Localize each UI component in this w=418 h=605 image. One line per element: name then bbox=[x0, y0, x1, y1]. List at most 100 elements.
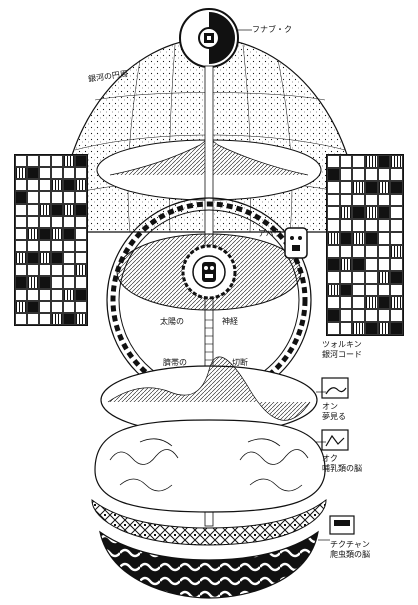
tzolkin-cell bbox=[352, 193, 365, 207]
tzolkin-cell bbox=[75, 215, 87, 228]
tzolkin-cell bbox=[15, 276, 27, 289]
tzolkin-cell bbox=[339, 322, 353, 335]
tzolkin-cell bbox=[51, 179, 63, 192]
tzolkin-cell bbox=[39, 252, 51, 265]
tzolkin-cell bbox=[39, 240, 51, 253]
tzolkin-cell bbox=[63, 215, 75, 228]
tzolkin-cell bbox=[390, 193, 403, 207]
solar-plexus-label: 太陽の bbox=[160, 317, 184, 326]
leader-lines bbox=[238, 29, 330, 541]
tzolkin-cell bbox=[377, 270, 391, 284]
tzolkin-cell bbox=[39, 191, 51, 204]
tzolkin-cell bbox=[377, 296, 391, 310]
tzolkin-cell bbox=[339, 180, 353, 194]
tzolkin-cell bbox=[63, 288, 75, 301]
tzolkin-cell bbox=[15, 252, 27, 265]
tzolkin-label: ツォルキン bbox=[322, 340, 362, 349]
tzolkin-cell bbox=[75, 252, 87, 265]
tzolkin-cell bbox=[27, 252, 39, 265]
tzolkin-cell bbox=[63, 264, 75, 277]
tzolkin-cell bbox=[339, 232, 353, 245]
tzolkin-cell bbox=[377, 322, 391, 335]
tzolkin-cell bbox=[27, 167, 39, 180]
tzolkin-cell bbox=[15, 240, 27, 253]
tzolkin-cell bbox=[390, 270, 403, 284]
tzolkin-cell bbox=[327, 167, 340, 181]
tzolkin-cell bbox=[75, 203, 87, 216]
tzolkin-cell bbox=[39, 215, 51, 228]
tzolkin-cell bbox=[377, 193, 391, 207]
mammal-brain-label-2: 哺乳類の脳 bbox=[322, 464, 362, 473]
tzolkin-cell bbox=[327, 244, 340, 258]
tzolkin-cell bbox=[51, 203, 63, 216]
tzolkin-cell bbox=[327, 219, 340, 233]
tzolkin-cell bbox=[352, 180, 365, 194]
tzolkin-cell bbox=[352, 322, 365, 335]
tzolkin-cell bbox=[51, 288, 63, 301]
tzolkin-cell bbox=[365, 193, 378, 207]
tzolkin-cell bbox=[327, 257, 340, 271]
tzolkin-cell bbox=[365, 167, 378, 181]
tzolkin-cell bbox=[39, 203, 51, 216]
tzolkin-cell bbox=[390, 309, 403, 323]
tzolkin-cell bbox=[27, 155, 39, 168]
tzolkin-cell bbox=[352, 219, 365, 233]
tzolkin-cell bbox=[377, 155, 391, 168]
tzolkin-cell bbox=[365, 309, 378, 323]
tzolkin-cell bbox=[327, 309, 340, 323]
reptile-brain-label-1: チクチャン bbox=[330, 540, 370, 549]
tzolkin-cell bbox=[327, 193, 340, 207]
tzolkin-cell bbox=[339, 283, 353, 297]
tzolkin-cell bbox=[339, 309, 353, 323]
tzolkin-cell bbox=[390, 244, 403, 258]
serpent-layer bbox=[99, 530, 319, 599]
tzolkin-cell bbox=[339, 155, 353, 168]
tzolkin-cell bbox=[352, 167, 365, 181]
tzolkin-cell bbox=[51, 167, 63, 180]
cut-label: 切断 bbox=[232, 358, 248, 367]
tzolkin-cell bbox=[15, 264, 27, 277]
solar-plexus-label-2: 神経 bbox=[222, 317, 238, 326]
tzolkin-cell bbox=[51, 276, 63, 289]
tzolkin-cell bbox=[39, 312, 51, 325]
tzolkin-cell bbox=[75, 240, 87, 253]
umbilical-label: 臍帯の bbox=[163, 358, 187, 367]
tzolkin-cell bbox=[39, 179, 51, 192]
ahau-face-icon bbox=[284, 227, 308, 259]
tzolkin-cell bbox=[352, 283, 365, 297]
tzolkin-cell bbox=[27, 179, 39, 192]
tzolkin-cell bbox=[365, 257, 378, 271]
tzolkin-cell bbox=[352, 296, 365, 310]
tzolkin-cell bbox=[327, 296, 340, 310]
tzolkin-cell bbox=[377, 167, 391, 181]
tzolkin-cell bbox=[377, 180, 391, 194]
tzolkin-cell bbox=[39, 300, 51, 313]
tzolkin-cell bbox=[377, 283, 391, 297]
tzolkin-cell bbox=[365, 322, 378, 335]
tzolkin-grid-right bbox=[326, 154, 404, 336]
tzolkin-cell bbox=[27, 264, 39, 277]
tzolkin-cell bbox=[75, 264, 87, 277]
tzolkin-cell bbox=[27, 300, 39, 313]
mammal-brain-label-1: オク bbox=[322, 454, 338, 463]
tzolkin-cell bbox=[15, 179, 27, 192]
tzolkin-cell bbox=[377, 232, 391, 245]
tzolkin-cell bbox=[339, 167, 353, 181]
tzolkin-cell bbox=[75, 155, 87, 168]
tzolkin-cell bbox=[27, 227, 39, 240]
tzolkin-cell bbox=[75, 288, 87, 301]
tzolkin-cell bbox=[75, 312, 87, 325]
tzolkin-cell bbox=[390, 180, 403, 194]
lower-landscape bbox=[107, 356, 311, 421]
tzolkin-cell bbox=[377, 244, 391, 258]
tzolkin-cell bbox=[63, 179, 75, 192]
tzolkin-cell bbox=[352, 244, 365, 258]
tzolkin-cell bbox=[339, 219, 353, 233]
tzolkin-cell bbox=[365, 155, 378, 168]
tzolkin-cell bbox=[352, 206, 365, 220]
tzolkin-cell bbox=[377, 206, 391, 220]
tzolkin-cell bbox=[63, 300, 75, 313]
ahau-label: アハウ bbox=[258, 229, 282, 238]
